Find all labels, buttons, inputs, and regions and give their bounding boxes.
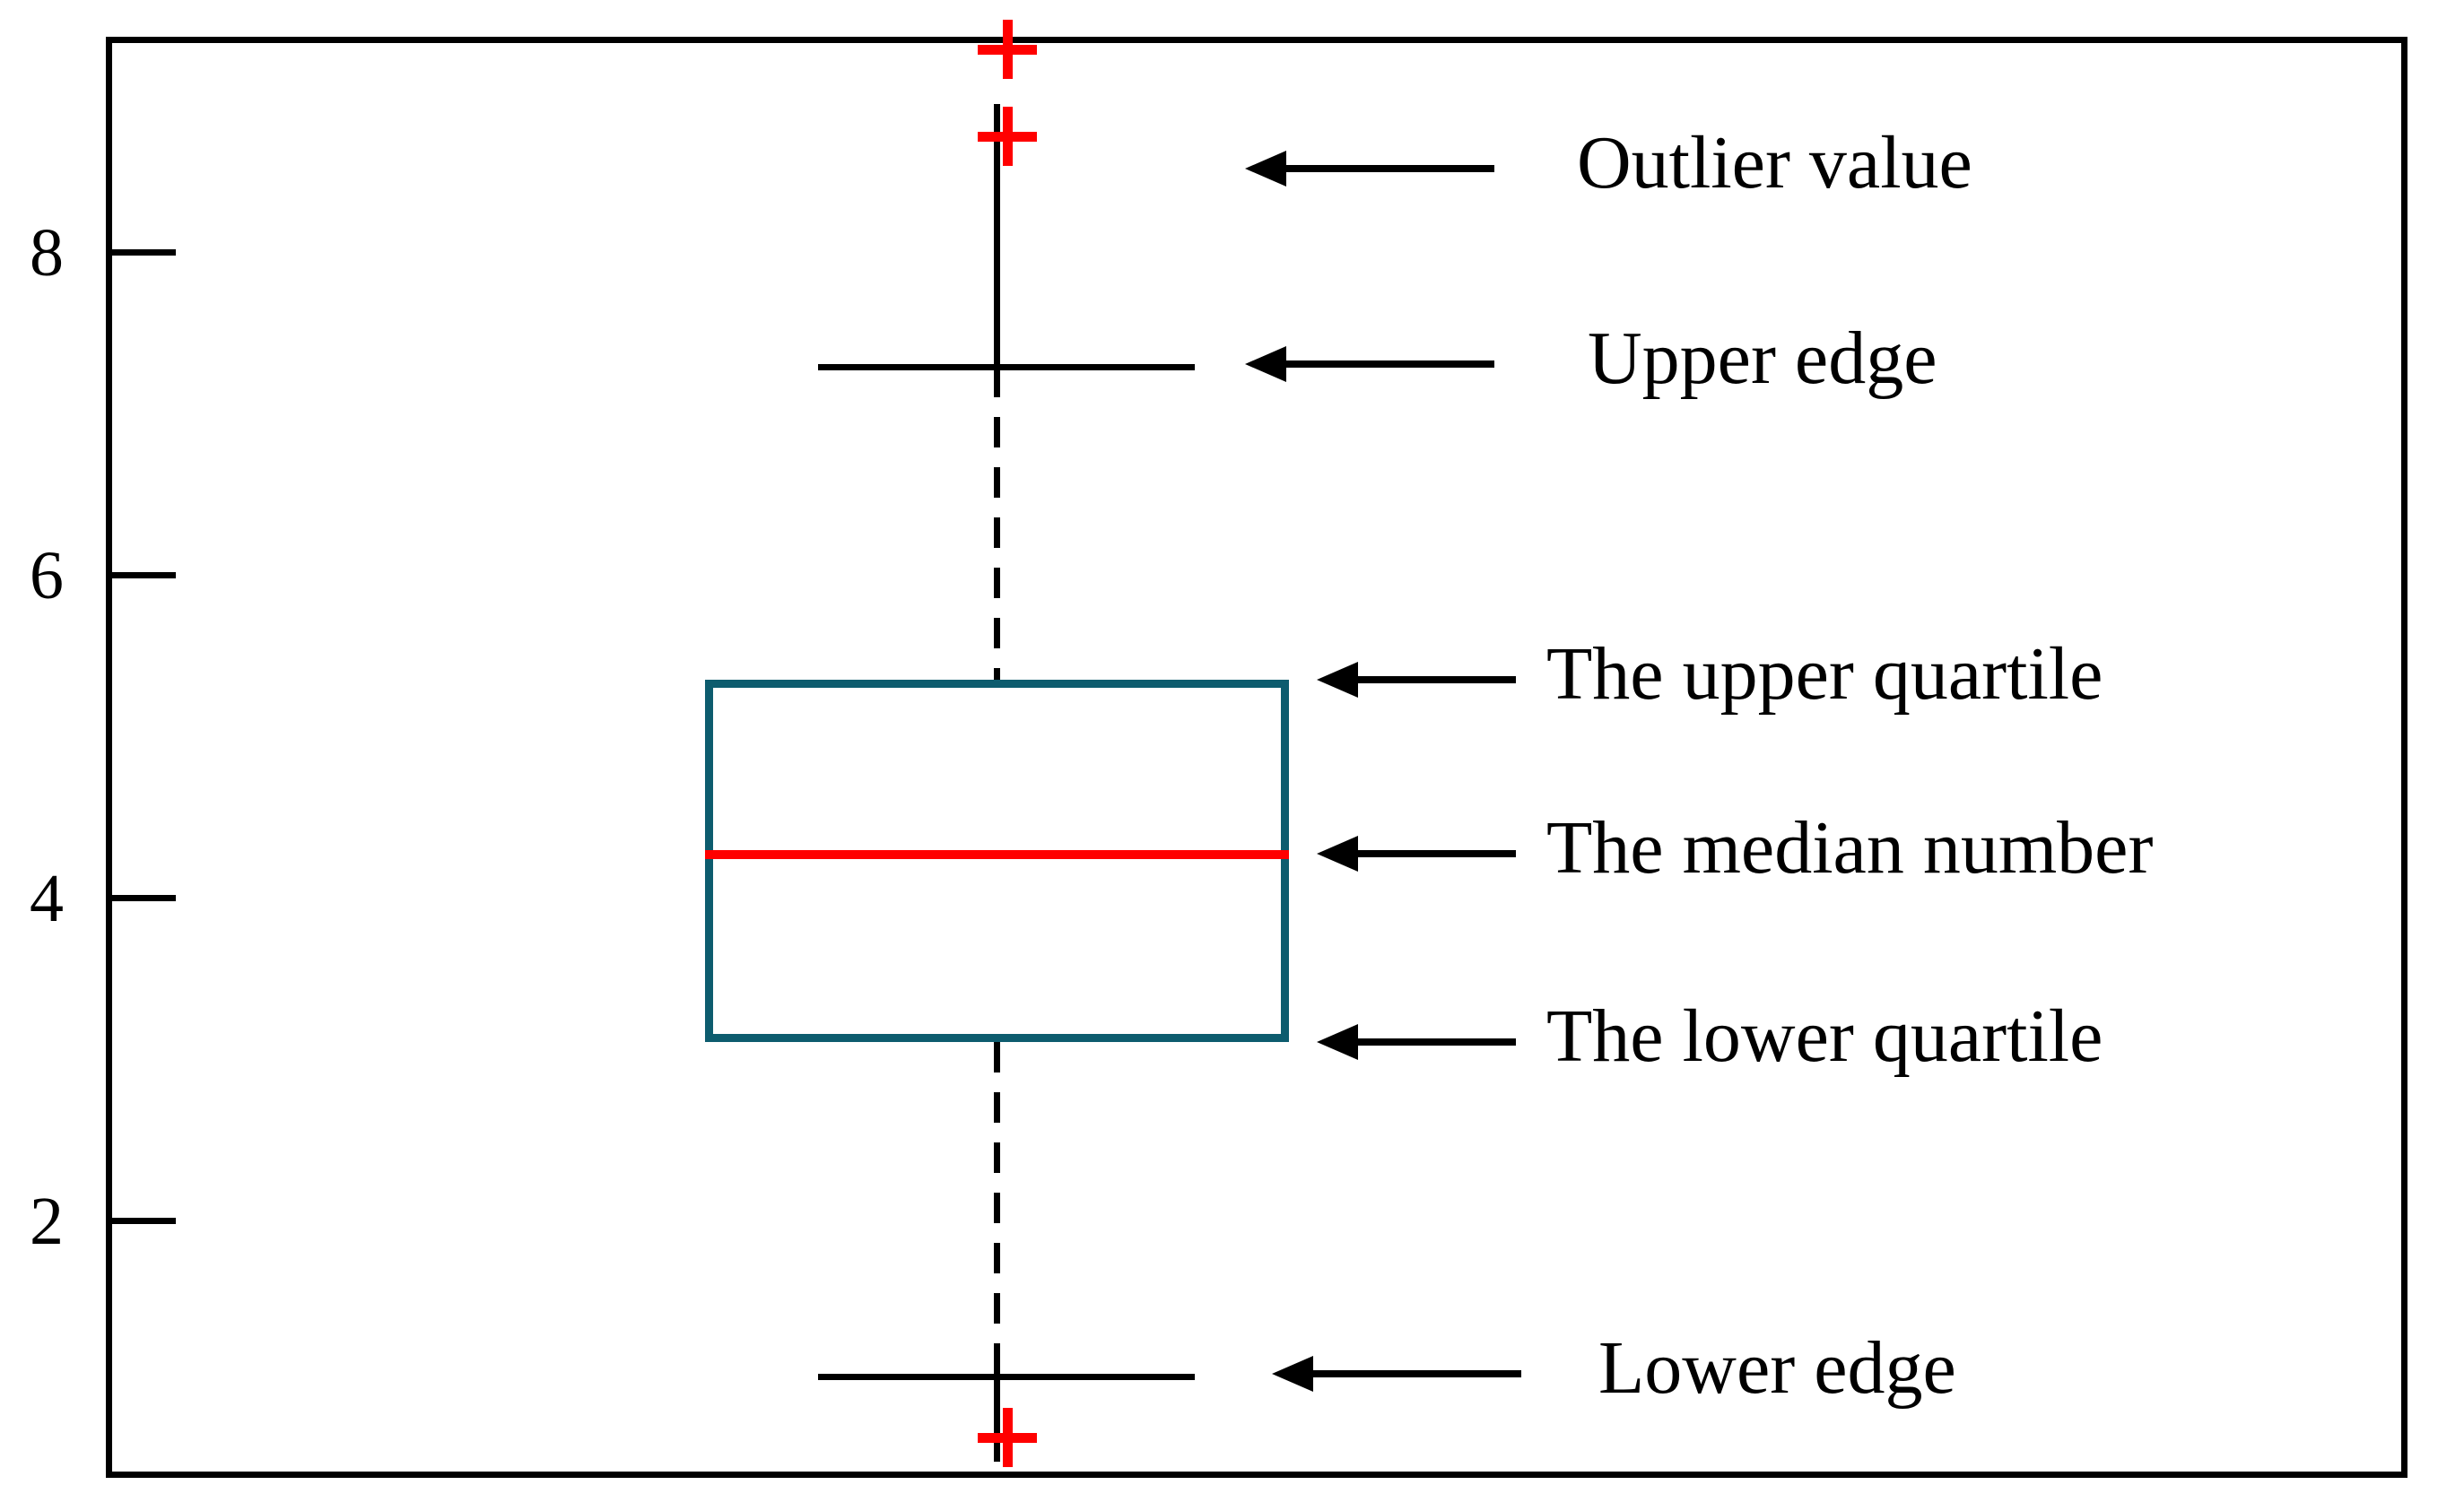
annotation-upper-quartile: The upper quartile [1546,632,2103,716]
arrow-head-icon [1317,1024,1358,1060]
quartile-box [705,680,1289,1042]
arrow-head-icon [1317,662,1358,698]
arrow-upper-quartile [1317,662,1516,698]
y-tick-label-4: 4 [30,861,64,936]
arrow-shaft [1354,1038,1516,1046]
y-tick-2 [106,1218,176,1224]
arrow-head-icon [1245,151,1286,187]
plot-area-border [106,37,2407,1478]
y-tick-label-6: 6 [30,538,64,613]
y-tick-label-2: 2 [30,1184,64,1259]
outlier-marker-second [978,107,1037,166]
median-line [705,850,1289,859]
y-tick-6 [106,572,176,578]
arrow-shaft [1354,676,1516,683]
arrow-outlier-value [1245,151,1494,187]
arrow-lower-quartile [1317,1024,1516,1060]
lower-whisker-cap [818,1374,1195,1380]
arrow-shaft [1354,850,1516,857]
upper-whisker-cap [818,364,1195,370]
arrow-head-icon [1317,836,1358,872]
arrow-shaft [1310,1370,1521,1377]
upper-whisker [994,367,1000,681]
arrow-upper-edge [1245,346,1494,382]
outlier-marker-bottom [978,1408,1037,1467]
arrow-head-icon [1272,1356,1313,1392]
arrow-head-icon [1245,346,1286,382]
annotation-lower-quartile: The lower quartile [1546,994,2103,1078]
lower-whisker [994,1042,1000,1376]
annotation-upper-edge: Upper edge [1588,317,1937,400]
arrow-shaft [1283,360,1494,368]
upper-whisker-extension [994,104,1000,369]
y-tick-4 [106,895,176,901]
annotation-lower-edge: Lower edge [1598,1326,1956,1410]
outlier-marker-top [978,20,1037,79]
arrow-median-number [1317,836,1516,872]
lower-whisker-extension [994,1363,1000,1462]
y-tick-8 [106,249,176,256]
arrow-lower-edge [1272,1356,1521,1392]
annotation-outlier-value: Outlier value [1577,121,1972,204]
y-tick-label-8: 8 [30,215,64,291]
arrow-shaft [1283,165,1494,172]
annotation-median-number: The median number [1546,806,2154,890]
